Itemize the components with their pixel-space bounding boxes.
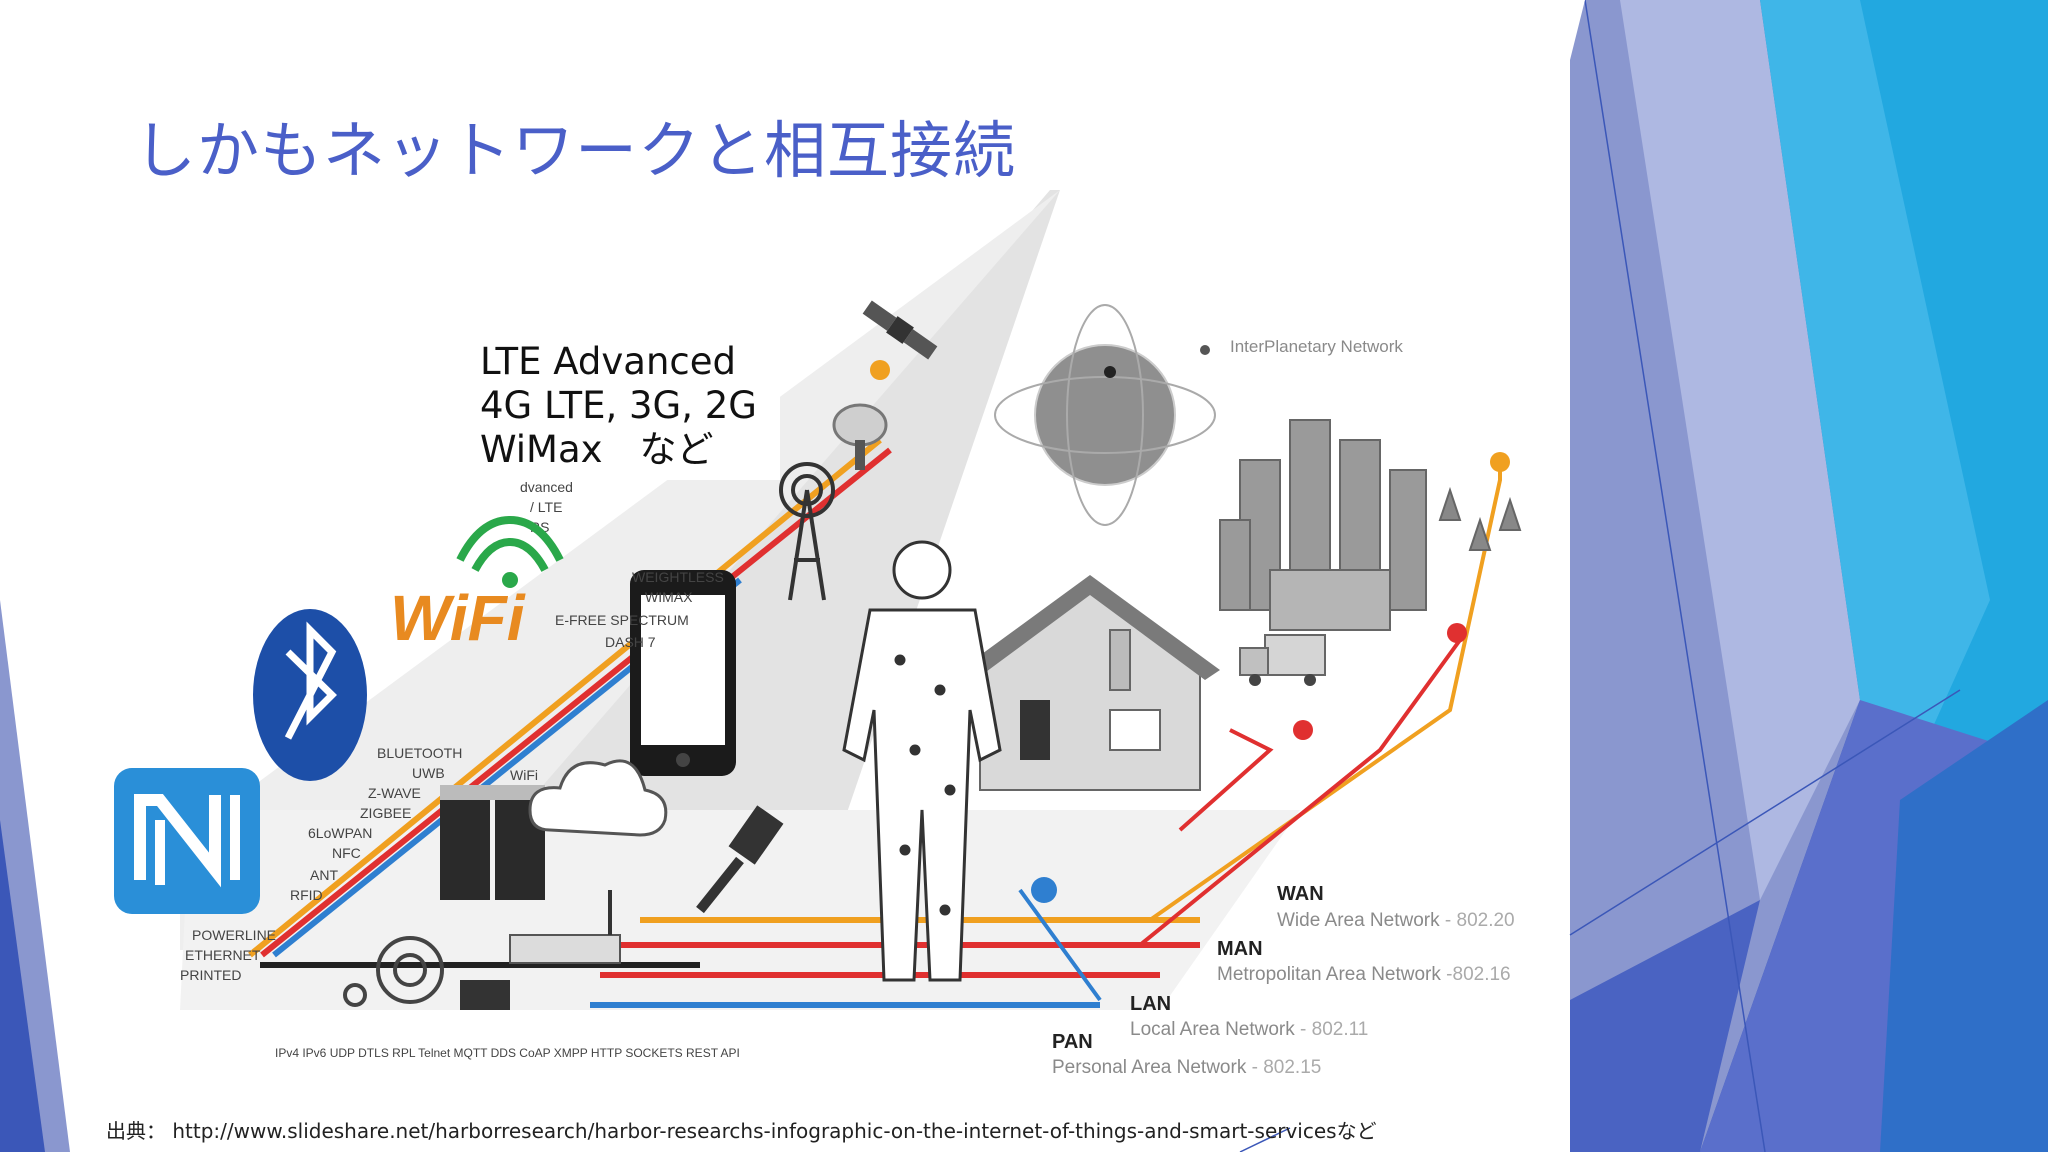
person-icon: [842, 540, 1002, 982]
pan-abbr: PAN: [1052, 1031, 1093, 1053]
protocol-uwb: UWB: [412, 765, 445, 781]
protocol-wimax: WIMAX: [645, 589, 693, 605]
protocol-stack-label: IPv4 IPv6 UDP DTLS RPL Telnet MQTT DDS C…: [275, 1046, 740, 1060]
protocol-rfid: RFID: [290, 887, 323, 903]
protocol-labels: dvanced / LTE RS WEIGHTLESS WIMAX E-FREE…: [180, 479, 740, 1060]
overlay-line-3: WiMax など: [480, 428, 714, 471]
pan-name: Personal Area Network - 802.15: [1052, 1057, 1321, 1078]
wifi-logo-text: WiFi: [390, 582, 526, 654]
nfc-icon: [114, 768, 260, 914]
wan-name: Wide Area Network - 802.20: [1277, 910, 1515, 931]
signal-waves-icon: [343, 936, 444, 1007]
network-labels: WAN Wide Area Network - 802.20 MAN Metro…: [1052, 883, 1515, 1078]
lan-name: Local Area Network - 802.11: [1130, 1019, 1368, 1040]
overlay-line-2: 4G LTE, 3G, 2G: [480, 384, 757, 427]
house-icon: [960, 575, 1220, 791]
interplanetary-label: InterPlanetary Network: [1230, 337, 1403, 356]
router-icon: [460, 890, 621, 1010]
protocol-nfc: NFC: [332, 845, 361, 861]
cloud-icon: [528, 759, 668, 837]
ethernet-plug-icon: [696, 805, 784, 914]
protocol-weightless: WEIGHTLESS: [632, 569, 724, 585]
satellite-dish-icon: [832, 403, 888, 470]
lan-abbr: LAN: [1130, 993, 1171, 1015]
man-abbr: MAN: [1217, 938, 1263, 960]
protocol-bluetooth: BLUETOOTH: [377, 745, 462, 761]
overlay-line-1: LTE Advanced: [480, 340, 737, 383]
wan-abbr: WAN: [1277, 883, 1324, 905]
truck-icon: [1239, 634, 1326, 686]
protocol-zigbee: ZIGBEE: [360, 805, 411, 821]
partial-label-1: dvanced: [520, 479, 573, 495]
protocol-powerline: POWERLINE: [192, 927, 276, 943]
satellite-icon: [862, 300, 938, 360]
city-icon: [1219, 419, 1522, 631]
protocol-ethernet: ETHERNET: [185, 947, 261, 963]
source-citation: 出典： http://www.slideshare.net/harborrese…: [106, 1119, 1377, 1143]
protocol-ant: ANT: [310, 867, 338, 883]
iot-network-infographic: InterPlanetary Network: [114, 190, 1522, 1078]
protocol-e-free: E-FREE SPECTRUM: [555, 612, 689, 628]
globe-icon: [994, 304, 1216, 526]
wifi-logo-icon: WiFi: [390, 515, 564, 654]
overlay-textbox: LTE Advanced 4G LTE, 3G, 2G WiMax など: [480, 340, 780, 480]
cell-tower-icon: [779, 462, 835, 601]
bluetooth-icon: [253, 609, 367, 781]
slide-title: しかもネットワークと相互接続: [134, 114, 1017, 187]
protocol-wifi: WiFi: [510, 767, 538, 783]
protocol-zwave: Z-WAVE: [368, 785, 421, 801]
partial-label-2: / LTE: [530, 499, 562, 515]
man-name: Metropolitan Area Network -802.16: [1217, 964, 1511, 985]
protocol-dash7: DASH 7: [605, 634, 656, 650]
smartphone-icon: [630, 570, 736, 776]
protocol-6lowpan: 6LoWPAN: [308, 825, 372, 841]
protocol-printed: PRINTED: [180, 967, 241, 983]
